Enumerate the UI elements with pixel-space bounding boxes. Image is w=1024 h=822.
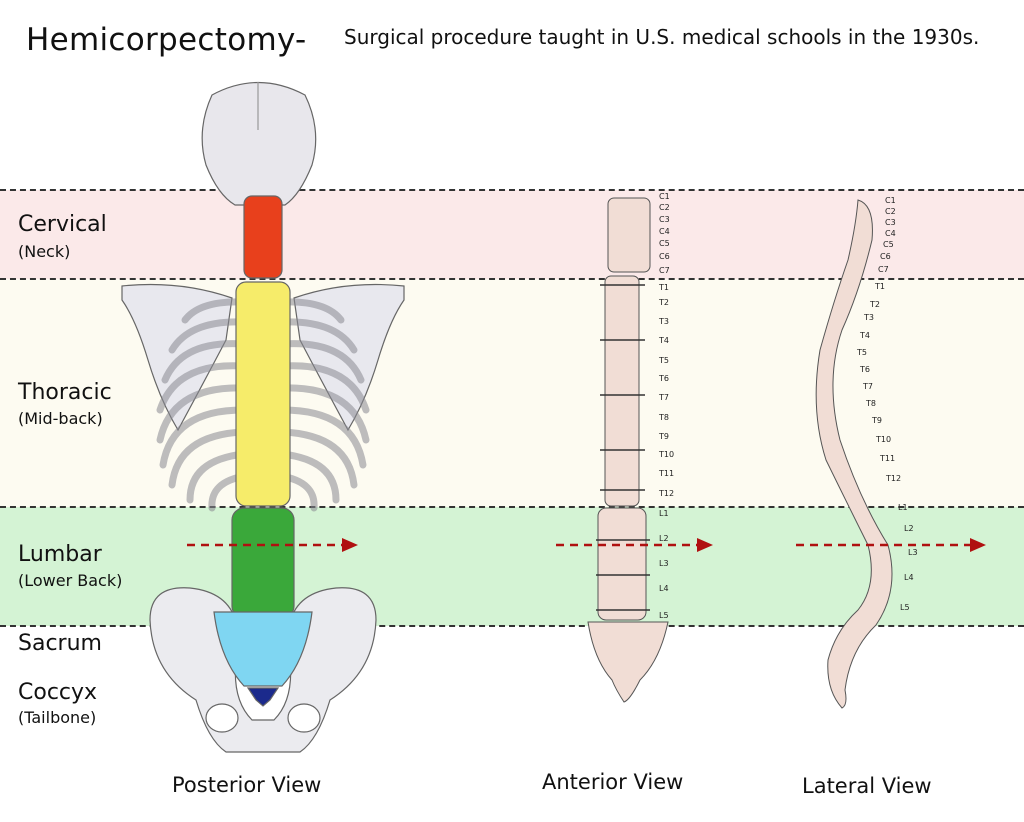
lateral-label-c4: C4 — [885, 229, 896, 238]
anterior-label-t4: T4 — [658, 336, 669, 345]
anterior-label-c6: C6 — [659, 252, 670, 261]
anterior-label-t9: T9 — [658, 432, 669, 441]
coccyx — [246, 687, 280, 707]
region-sub-coccyx: (Tailbone) — [18, 708, 97, 727]
region-label-coccyx: Coccyx — [18, 680, 98, 705]
lateral-label-l4: L4 — [904, 573, 914, 582]
anterior-vertebra-labels: C1C2C3C4C5C6C7T1T2T3T4T5T6T7T8T9T10T11T1… — [658, 192, 674, 620]
skull — [201, 82, 317, 206]
lumbar-vertebrae — [231, 507, 295, 619]
thoracic-vertebrae — [235, 281, 291, 507]
divider-line-lumbar-sacrum — [0, 625, 1024, 627]
lateral-label-l2: L2 — [904, 524, 914, 533]
lateral-label-c1: C1 — [885, 196, 896, 205]
lateral-label-t9: T9 — [871, 416, 882, 425]
lateral-label-c3: C3 — [885, 218, 896, 227]
lateral-spine — [796, 199, 986, 709]
anterior-label-t3: T3 — [658, 317, 669, 326]
divider-line-thoracic-lumbar — [0, 506, 1024, 508]
anterior-label-c1: C1 — [659, 192, 670, 201]
anterior-label-t1: T1 — [658, 283, 669, 292]
anterior-label-c4: C4 — [659, 227, 670, 236]
lateral-label-l1: L1 — [898, 503, 908, 512]
region-label-thoracic: Thoracic — [18, 380, 112, 405]
lateral-label-t11: T11 — [879, 454, 895, 463]
view-label-lateral: Lateral View — [802, 774, 932, 798]
lateral-label-t1: T1 — [874, 282, 885, 291]
lateral-label-c2: C2 — [885, 207, 896, 216]
lateral-label-c5: C5 — [883, 240, 894, 249]
cervical-vertebrae — [243, 195, 283, 279]
anterior-label-c7: C7 — [659, 266, 670, 275]
anterior-label-t6: T6 — [658, 374, 669, 383]
lateral-label-l5: L5 — [900, 603, 910, 612]
anterior-label-t11: T11 — [658, 469, 674, 478]
anterior-label-t12: T12 — [658, 489, 674, 498]
view-label-anterior: Anterior View — [542, 770, 684, 794]
lateral-label-t5: T5 — [856, 348, 867, 357]
sacrum — [213, 611, 313, 687]
anterior-label-t5: T5 — [658, 356, 669, 365]
page-title: Hemicorpectomy- — [26, 22, 307, 58]
page-subtitle: Surgical procedure taught in U.S. medica… — [344, 25, 980, 49]
anterior-label-c2: C2 — [659, 203, 670, 212]
anterior-spine — [556, 197, 713, 703]
lateral-label-l3: L3 — [908, 548, 918, 557]
region-label-cervical: Cervical — [18, 212, 107, 237]
lateral-label-t6: T6 — [859, 365, 870, 374]
divider-line-top — [0, 189, 1024, 191]
region-sub-lumbar: (Lower Back) — [18, 571, 123, 590]
region-sub-thoracic: (Mid-back) — [18, 409, 103, 428]
anterior-label-t8: T8 — [658, 413, 669, 422]
lateral-label-c6: C6 — [880, 252, 891, 261]
region-label-sacrum: Sacrum — [18, 631, 102, 656]
lateral-label-t12: T12 — [885, 474, 901, 483]
divider-line-cervical-thoracic — [0, 278, 1024, 280]
anterior-label-l3: L3 — [659, 559, 669, 568]
region-sub-cervical: (Neck) — [18, 242, 71, 261]
lateral-label-t7: T7 — [862, 382, 873, 391]
lateral-label-t2: T2 — [869, 300, 880, 309]
anterior-label-l5: L5 — [659, 611, 669, 620]
lateral-vertebra-labels: C1C2C3C4C5C6C7T1T2T3T4T5T6T7T8T9T10T11T1… — [856, 196, 918, 612]
anterior-label-t2: T2 — [658, 298, 669, 307]
posterior-skeleton — [121, 82, 405, 753]
lateral-label-c7: C7 — [878, 265, 889, 274]
anterior-label-c5: C5 — [659, 239, 670, 248]
anterior-label-l4: L4 — [659, 584, 669, 593]
anterior-label-t10: T10 — [658, 450, 674, 459]
lateral-label-t4: T4 — [859, 331, 870, 340]
anterior-label-l1: L1 — [659, 509, 669, 518]
region-label-lumbar: Lumbar — [18, 542, 102, 567]
lateral-label-t10: T10 — [875, 435, 891, 444]
anterior-label-t7: T7 — [658, 393, 669, 402]
view-label-posterior: Posterior View — [172, 773, 322, 797]
anterior-label-c3: C3 — [659, 215, 670, 224]
lateral-label-t3: T3 — [863, 313, 874, 322]
anterior-label-l2: L2 — [659, 534, 669, 543]
lateral-label-t8: T8 — [865, 399, 876, 408]
